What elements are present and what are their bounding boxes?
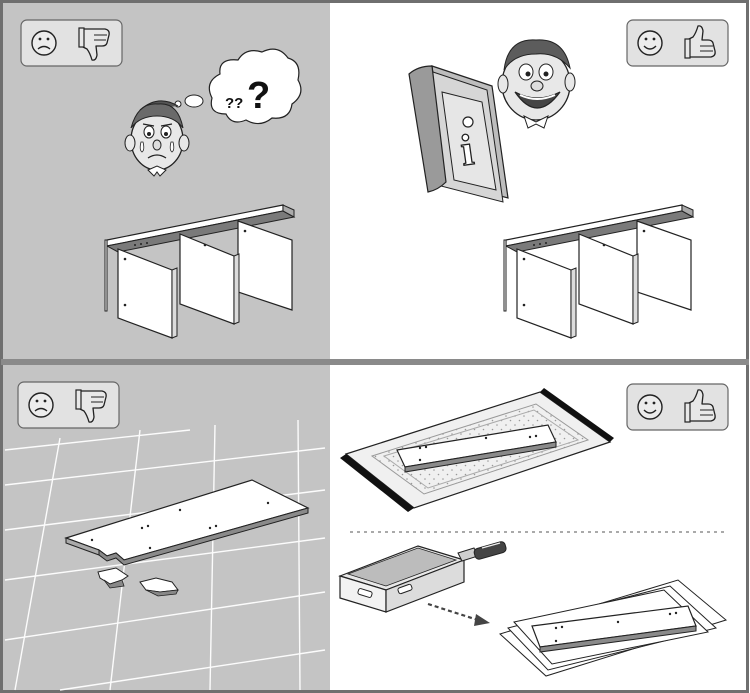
thumbs-down-icon <box>78 27 110 61</box>
damaged-board-on-floor <box>64 479 310 566</box>
badge-wrong-top-left <box>20 19 123 67</box>
thought-big-question-mark: ? <box>247 75 270 117</box>
happy-cartoon-head <box>497 39 576 129</box>
badge-wrong-bottom-left <box>17 381 120 429</box>
thumbs-up-icon <box>684 25 716 59</box>
thought-bubble: ?? ? <box>174 48 302 125</box>
board-on-cardboard <box>531 605 697 653</box>
thumbs-up-icon <box>684 389 716 423</box>
unpack-arrow <box>427 602 490 626</box>
thought-small-question-marks: ?? <box>225 95 243 112</box>
broken-board-chips <box>97 567 179 597</box>
happy-face-icon <box>637 30 663 56</box>
instruction-manual-booklet: i <box>408 65 509 203</box>
shelf-unit-assembled-correct <box>503 204 695 339</box>
sad-face-icon <box>31 30 57 56</box>
horizontal-divider <box>1 359 749 365</box>
badge-correct-top-right <box>626 19 729 67</box>
sad-face-icon <box>28 392 54 418</box>
shelf-unit-assembled-wrong <box>104 204 296 339</box>
shipping-box-opened <box>338 545 466 613</box>
utility-knife <box>457 541 507 562</box>
worried-cartoon-head <box>124 100 190 177</box>
badge-correct-bottom-right <box>626 383 729 431</box>
thumbs-down-icon <box>75 389 107 423</box>
happy-face-icon <box>637 394 663 420</box>
board-on-blanket <box>396 424 557 473</box>
